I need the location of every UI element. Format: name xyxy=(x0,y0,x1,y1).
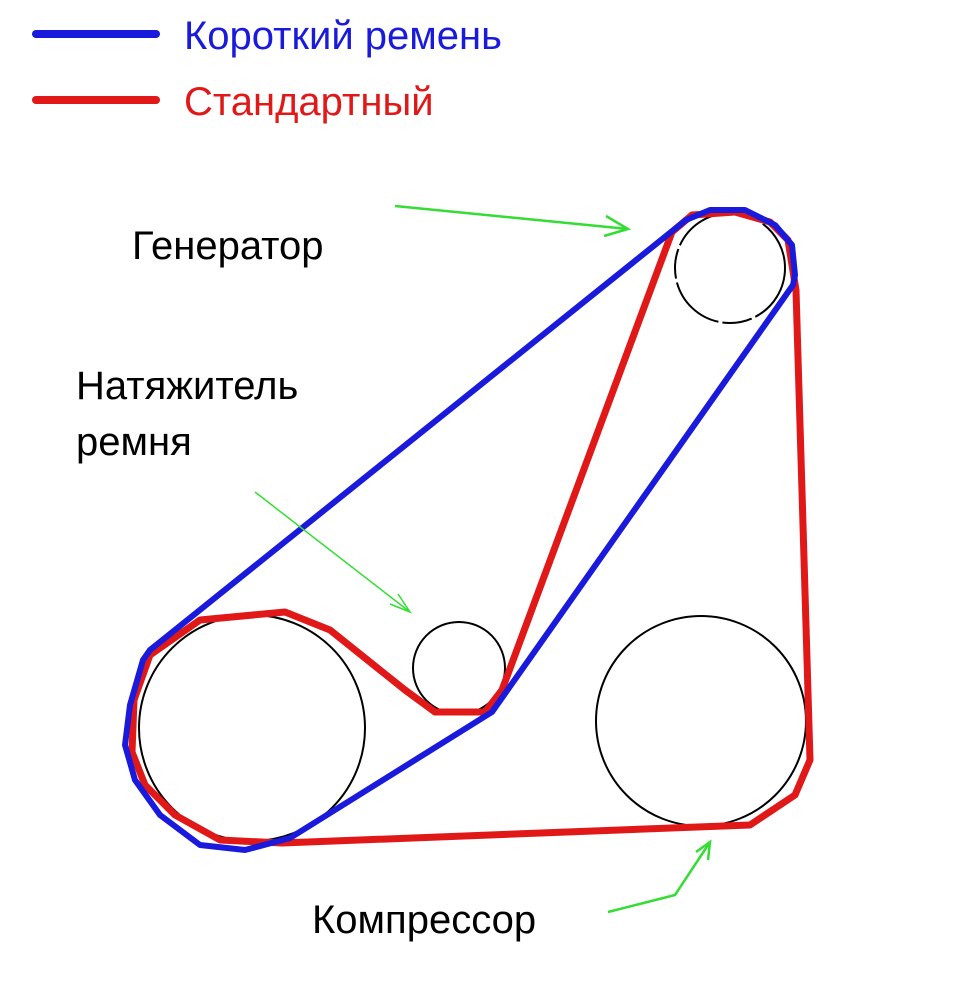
legend-short-belt-label: Короткий ремень xyxy=(184,14,502,58)
legend-standard-belt-label: Стандартный xyxy=(184,80,434,124)
legend-standard-belt-swatch xyxy=(32,96,160,104)
tensioner-pointer-arrow xyxy=(254,491,412,614)
compressor-pulley xyxy=(595,615,807,827)
generator-label: Генератор xyxy=(132,224,324,268)
legend-short-belt-swatch xyxy=(32,30,160,38)
crankshaft-pulley xyxy=(138,614,366,842)
tensioner-label-line1: Натяжитель xyxy=(76,364,299,408)
compressor-label: Компрессор xyxy=(312,898,537,942)
tensioner-label-line2: ремня xyxy=(76,420,192,464)
generator-pulley xyxy=(674,212,786,324)
compressor-pointer-arrow xyxy=(607,839,712,914)
short-belt-path xyxy=(122,207,798,853)
generator-pointer-arrow xyxy=(394,204,632,238)
standard-belt-path xyxy=(128,208,814,847)
